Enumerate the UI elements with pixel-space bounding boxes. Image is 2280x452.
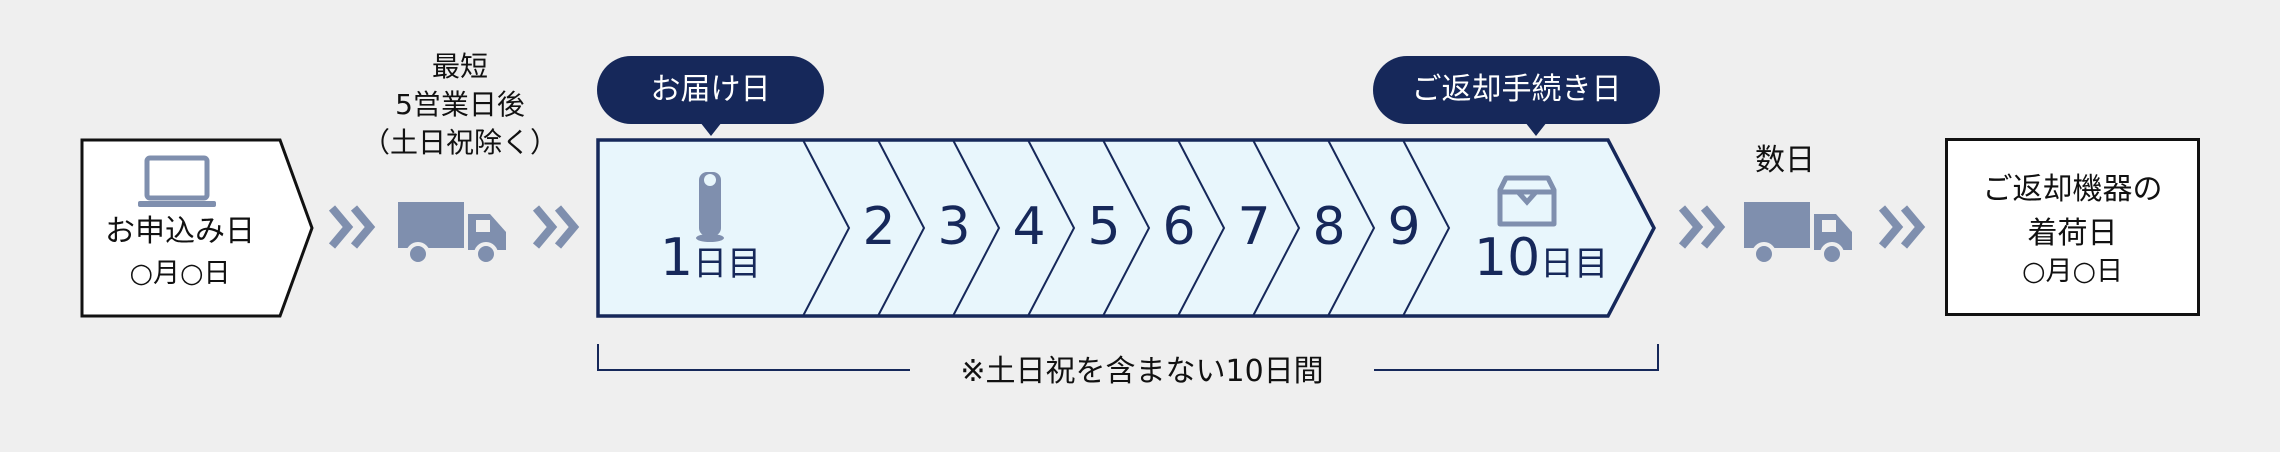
day-number: 2 (862, 197, 895, 257)
chevron-right-icon (1678, 205, 1726, 249)
truck-icon (398, 202, 506, 266)
first-day-number: 1 (660, 228, 694, 288)
day-number: 8 (1312, 197, 1345, 257)
return-day-callout: ご返却手続き日 (1373, 56, 1660, 124)
shipping-note-line: （土日祝除く） (361, 126, 558, 159)
day-number: 4 (1012, 197, 1045, 257)
day-number: 9 (1387, 197, 1420, 257)
arrival-title-line: ご返却機器の (1982, 172, 2163, 207)
shipping-note: 最短 5営業日後 （土日祝除く） (350, 48, 570, 162)
last-day-number: 10 (1474, 228, 1541, 288)
apply-box (80, 138, 314, 318)
day-number: 6 (1162, 197, 1195, 257)
chevron-right-icon (532, 205, 580, 249)
chevron-right-icon (1878, 205, 1926, 249)
laptop-icon (138, 155, 216, 207)
day-number: 3 (937, 197, 970, 257)
device-icon (696, 172, 724, 242)
day-number: 7 (1237, 197, 1270, 257)
period-note: ※土日祝を含まない10日間 (910, 346, 1374, 390)
return-shipping-note: 数日 (1755, 143, 1815, 178)
arrival-box (1945, 138, 2200, 316)
apply-date: ○月○日 (129, 258, 231, 289)
chevron-right-icon (328, 205, 376, 249)
arrival-title: ご返却機器の 着荷日 (1945, 168, 2200, 256)
delivery-day-callout: お届け日 (597, 56, 824, 124)
arrival-title-line: 着荷日 (2027, 216, 2118, 251)
box-icon (1497, 175, 1557, 227)
rental-period-arrow: 2 3 4 5 6 7 8 9 (596, 138, 1656, 318)
first-day-label: 1日目 (660, 228, 761, 288)
first-day-unit: 日目 (693, 244, 762, 284)
truck-icon (1744, 202, 1852, 266)
shipping-note-line: 5営業日後 (395, 88, 525, 121)
callout-pointer (700, 122, 722, 136)
arrival-date: ○月○日 (2021, 256, 2124, 287)
day-dividers (802, 139, 1451, 317)
last-day-label: 10日目 (1474, 228, 1608, 288)
shipping-note-line: 最短 (431, 50, 488, 83)
last-day-unit: 日目 (1540, 244, 1609, 284)
day-number: 5 (1087, 197, 1120, 257)
apply-title: お申込み日 (105, 214, 255, 249)
callout-pointer (1525, 122, 1547, 136)
